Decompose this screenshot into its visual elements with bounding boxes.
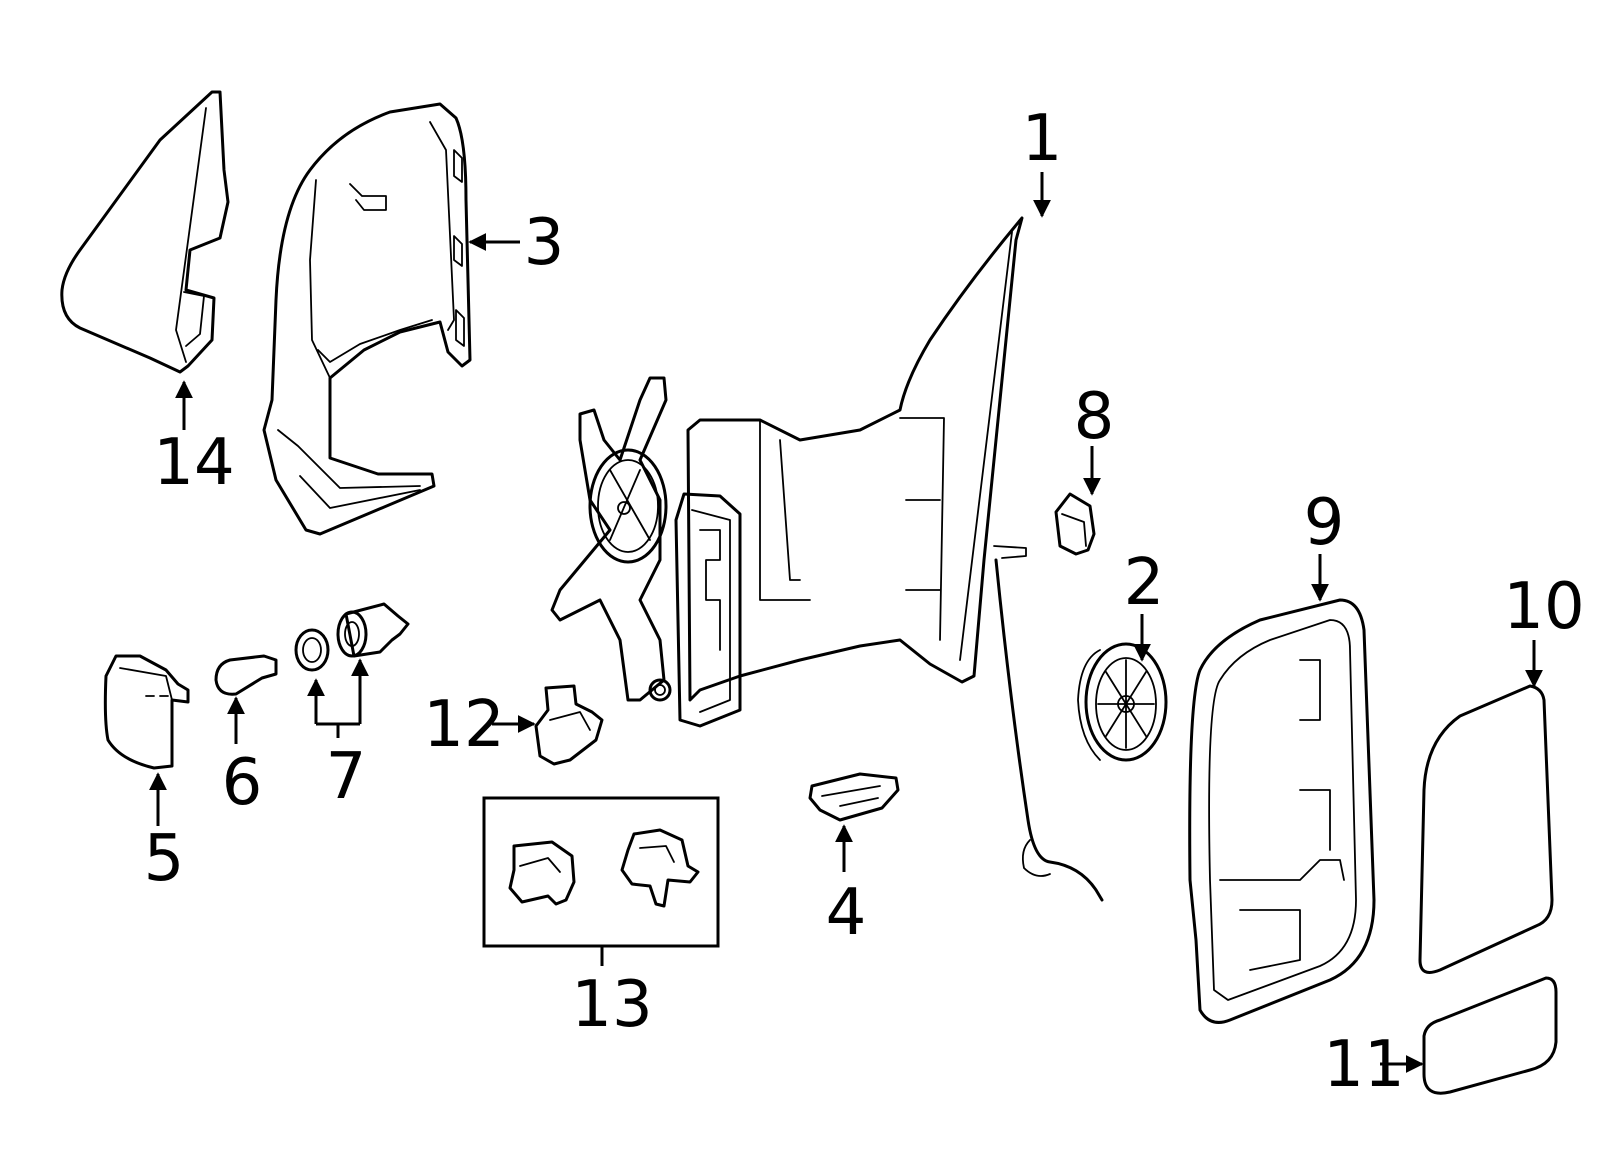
part-13-kit (482, 796, 720, 948)
callout-7: 7 (326, 740, 367, 814)
leader-lines (149, 172, 1543, 1073)
part-2-motor (1077, 642, 1168, 762)
callout-3: 3 (524, 206, 565, 280)
leader-7-join (316, 722, 360, 738)
callout-4: 4 (826, 876, 867, 950)
part-14-trim-cap (60, 90, 230, 374)
part-1-mirror-assembly (686, 216, 1104, 902)
part-11-spotter-glass (1422, 976, 1558, 1095)
part-3-mirror-cover (262, 102, 472, 536)
callout-5: 5 (144, 822, 185, 896)
callout-14: 14 (153, 426, 234, 500)
actuator-bracket (550, 376, 742, 728)
part-6-bulb (214, 654, 278, 696)
part-7-seal-socket (294, 602, 410, 672)
part-9-glass-frame (1188, 598, 1376, 1024)
callout-12: 12 (423, 688, 504, 762)
part-5-signal-lamp (103, 654, 190, 770)
kit-box-frame (482, 796, 720, 948)
callout-6: 6 (222, 746, 263, 820)
callout-2: 2 (1124, 546, 1165, 620)
callout-8: 8 (1074, 380, 1115, 454)
callout-9: 9 (1304, 486, 1345, 560)
callout-11: 11 (1323, 1028, 1404, 1102)
callout-13: 13 (571, 968, 652, 1042)
callout-10: 10 (1503, 570, 1584, 644)
callout-numbers: 1 2 3 4 5 6 7 8 9 10 11 12 13 14 (144, 102, 1585, 1102)
part-4-clip (808, 772, 900, 822)
part-12-clip (534, 684, 604, 766)
part-8-connector (1054, 492, 1096, 556)
part-10-mirror-glass (1418, 684, 1554, 974)
callout-1: 1 (1022, 102, 1063, 176)
